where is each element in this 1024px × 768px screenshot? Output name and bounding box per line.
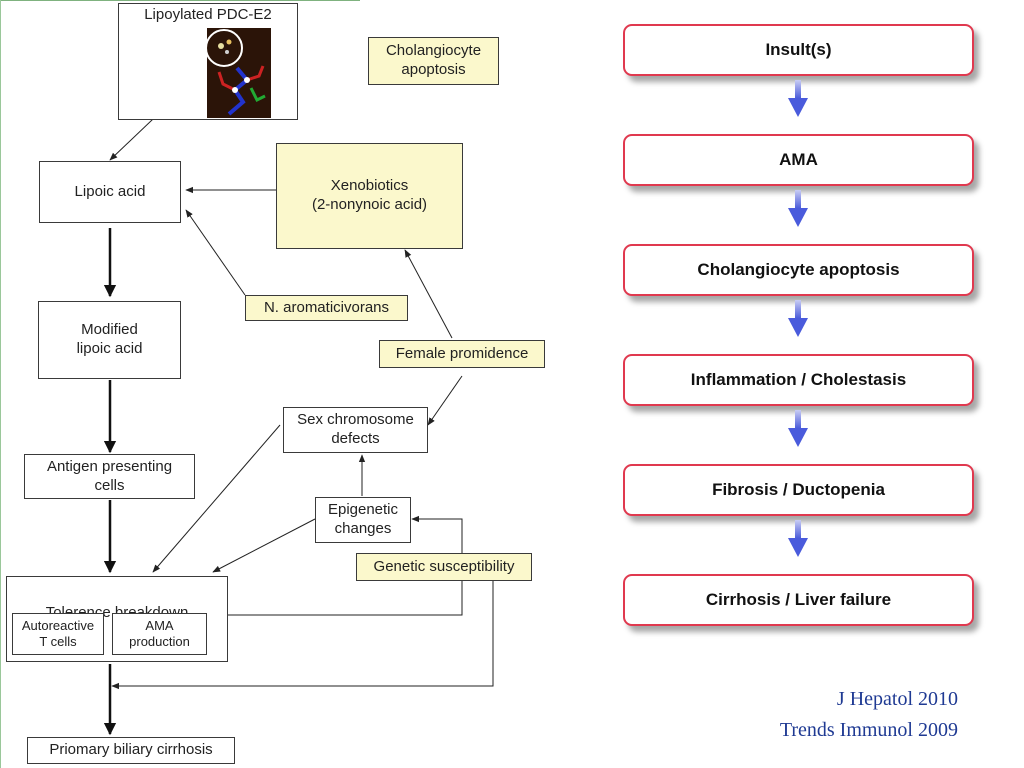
left-border-line — [0, 0, 1, 768]
epigenetic-changes-box: Epigenetic changes — [315, 497, 411, 543]
autoreactive-t-cells-box: Autoreactive T cells — [12, 613, 104, 655]
flow-step-inflammation-cholestasis: Inflammation / Cholestasis — [623, 354, 974, 406]
arrow-female-to-xeno — [404, 249, 453, 339]
lipoic-acid-box: Lipoic acid — [39, 161, 181, 223]
primary-biliary-cirrhosis-box: Priomary biliary cirrhosis — [27, 737, 235, 764]
cholangiocyte-apoptosis-box: Cholangiocyte apoptosis — [368, 37, 499, 85]
flow-step-cholangiocyte-apoptosis: Cholangiocyte apoptosis — [623, 244, 974, 296]
flow-arrow-1 — [788, 80, 808, 117]
highlight-circle — [205, 29, 243, 67]
flow-arrow-4 — [788, 410, 808, 447]
pdc-e2-title: Lipoylated PDC-E2 — [144, 6, 272, 23]
arrow-female-to-sex — [427, 375, 463, 426]
arrow-epi-to-tolerence — [212, 518, 316, 573]
modified-lipoic-acid-box: Modified lipoic acid — [38, 301, 181, 379]
reference-trends-immunol: Trends Immunol 2009 — [779, 719, 958, 741]
flow-arrow-5 — [788, 520, 808, 557]
flow-step-insults: Insult(s) — [623, 24, 974, 76]
flow-step-fibrosis-ductopenia: Fibrosis / Ductopenia — [623, 464, 974, 516]
arrow-genetic-to-pbc-line — [111, 580, 494, 690]
top-border-line — [0, 0, 360, 1]
sex-chromosome-defects-box: Sex chromosome defects — [283, 407, 428, 453]
arrow-sex-to-tolerence — [152, 424, 281, 573]
arrow-naro-to-lipoic — [185, 209, 246, 296]
ama-production-box: AMA production — [112, 613, 207, 655]
flow-arrow-2 — [788, 190, 808, 227]
genetic-susceptibility-box: Genetic susceptibility — [356, 553, 532, 581]
flow-step-ama: AMA — [623, 134, 974, 186]
reference-j-hepatol: J Hepatol 2010 — [836, 688, 958, 710]
flow-arrow-3 — [788, 300, 808, 337]
female-promidence-box: Female promidence — [379, 340, 545, 368]
n-aromaticivorans-box: N. aromaticivorans — [245, 295, 408, 321]
xenobiotics-box: Xenobiotics (2-nonynoic acid) — [276, 143, 463, 249]
flow-step-cirrhosis-liver-failure: Cirrhosis / Liver failure — [623, 574, 974, 626]
antigen-presenting-cells-box: Antigen presenting cells — [24, 454, 195, 499]
